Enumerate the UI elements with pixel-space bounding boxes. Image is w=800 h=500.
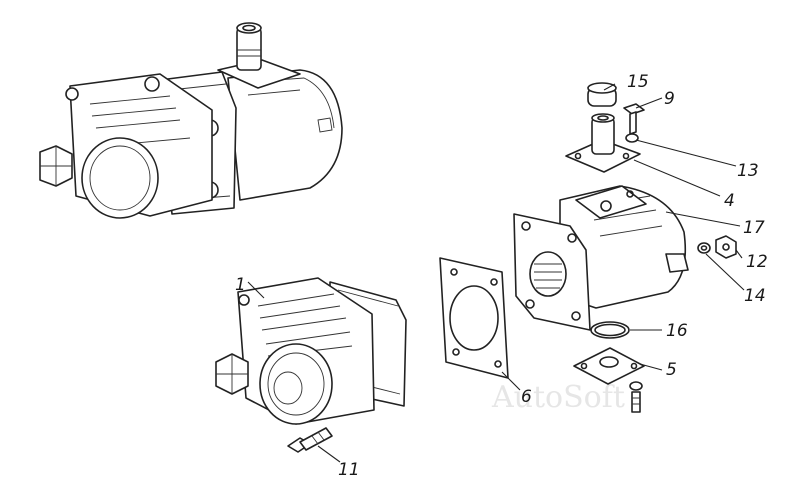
- part-cap-15: [587, 82, 617, 107]
- callout-17: 17: [743, 218, 765, 238]
- part-bolt-9: [623, 103, 645, 135]
- watermark: AutoSoft: [491, 380, 625, 415]
- callout-9: 9: [664, 89, 675, 109]
- callout-16: 16: [666, 321, 688, 341]
- callout-11: 11: [338, 460, 360, 480]
- part-housing-1: [215, 277, 407, 425]
- callout-labels: 15 9 13 4 17 12 14 16 5 6 1 11: [235, 72, 768, 480]
- part-washer-14: [697, 242, 711, 254]
- callout-1: 1: [235, 275, 246, 295]
- part-gasket-6: [439, 257, 509, 379]
- part-washer-13: [625, 133, 639, 143]
- part-pump-body: [513, 185, 689, 331]
- part-bolt-small: [629, 381, 643, 413]
- part-bolt-11: [287, 427, 333, 453]
- callout-6: 6: [521, 387, 532, 407]
- part-fitting-4: [565, 113, 641, 173]
- callout-4: 4: [724, 191, 735, 211]
- part-cover-5: [573, 347, 645, 385]
- callout-14: 14: [744, 286, 766, 306]
- part-oring-16: [590, 321, 630, 339]
- leader-lines: [247, 83, 745, 463]
- callout-15: 15: [627, 72, 649, 92]
- callout-5: 5: [666, 360, 677, 380]
- callout-12: 12: [746, 252, 768, 272]
- callout-13: 13: [737, 161, 759, 181]
- part-nut-12: [715, 235, 737, 259]
- assembled-pump: [39, 22, 343, 219]
